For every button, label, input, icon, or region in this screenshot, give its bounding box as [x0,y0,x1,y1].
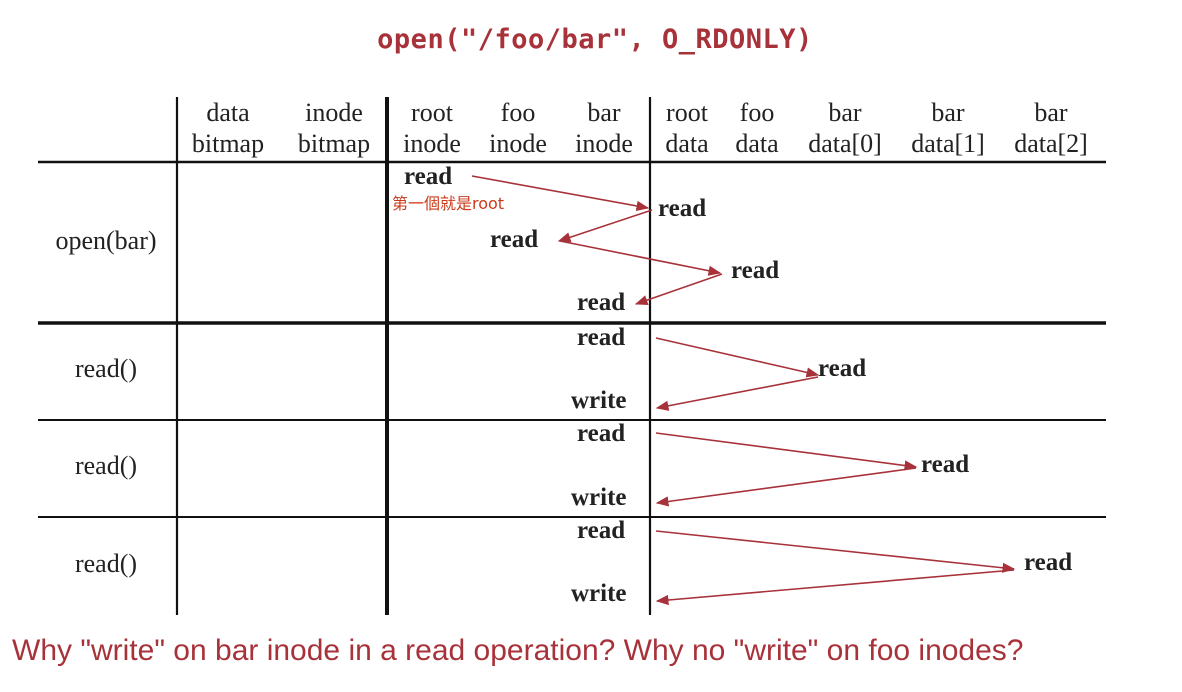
op-open-root-data-read: read [658,195,707,222]
slide-title: open("/foo/bar", O_RDONLY) [377,24,813,55]
arrow-read1-data0-to-inode [655,376,819,411]
op-read2-bar-inode-read: read [577,420,626,447]
arrow-foo-data-to-bar-inode [634,273,723,306]
op-open-foo-data-read: read [731,257,780,284]
op-open-foo-inode-read: read [490,226,539,253]
arrow-root-data-to-foo-inode [557,209,653,243]
op-read1-bar-inode-write: write [571,387,627,414]
arrow-root-inode-to-root-data [471,175,650,211]
arrow-read2-inode-to-data1 [655,432,918,471]
op-read2-bar-data1-read: read [921,451,970,478]
row-label-open: open(bar) [55,226,157,255]
op-open-root-inode-read: read [404,163,453,190]
arrow-read3-inode-to-data2 [655,530,1016,573]
op-read3-bar-inode-write: write [571,580,627,607]
arrow-read2-data1-to-inode [655,467,917,507]
op-open-bar-inode-read: read [577,289,626,316]
annotation-first-is-root: 第一個就是root [392,194,505,213]
op-read3-bar-data2-read: read [1024,549,1073,576]
row-label-read-1: read() [74,354,138,383]
op-read2-bar-inode-write: write [571,484,627,511]
row-label-read-3: read() [74,549,138,578]
arrow-foo-inode-to-foo-data [559,240,722,276]
row-label-read-2: read() [74,451,138,480]
op-read1-bar-inode-read: read [577,324,626,351]
question-caption: Why "write" on bar inode in a read opera… [12,634,1024,667]
op-read1-bar-data0-read: read [818,355,867,382]
arrow-read1-inode-to-data0 [655,337,820,378]
op-read3-bar-inode-read: read [577,517,626,544]
arrow-read3-data2-to-inode [655,569,1015,606]
